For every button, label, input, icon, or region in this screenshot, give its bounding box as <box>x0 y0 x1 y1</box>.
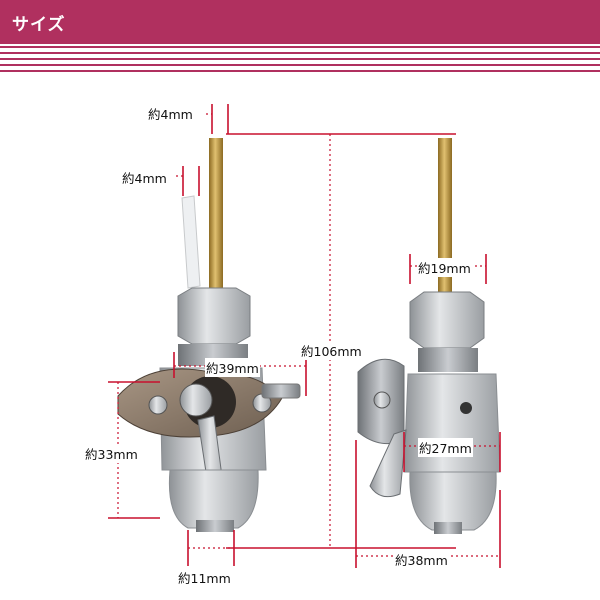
side-nipple <box>261 383 301 399</box>
section-title: サイズ <box>12 15 66 35</box>
dim-bowl-width: 約27mm <box>418 438 473 457</box>
right-fuel-cock <box>357 138 501 534</box>
header-stripes <box>0 46 600 80</box>
dim-total-height: 約106mm <box>300 341 363 360</box>
fuel-cock-illustration <box>108 104 501 568</box>
brass-tube <box>209 138 223 298</box>
product-diagram: 約4mm 約4mm 約19mm 約106mm 約39mm 約33mm 約27mm… <box>0 80 600 600</box>
reserve-tube <box>181 195 201 289</box>
hex-nut <box>409 291 485 349</box>
lever <box>369 429 407 498</box>
dim-hex-width: 約19mm <box>417 258 472 277</box>
dim-bottom-width: 約11mm <box>178 571 231 586</box>
bowl-bottom <box>196 520 234 532</box>
bowl <box>409 471 497 531</box>
section-header: サイズ <box>0 0 600 44</box>
bowl-bottom <box>434 522 462 534</box>
left-fuel-cock <box>117 138 301 532</box>
dim-outlet-side: 約4mm <box>122 171 167 186</box>
dim-mount-width: 約39mm <box>205 358 260 377</box>
hex-nut <box>177 287 251 345</box>
bowl <box>168 469 259 529</box>
dim-outlet-top: 約4mm <box>148 107 193 122</box>
dim-depth: 約38mm <box>394 550 449 569</box>
dim-body-height: 約33mm <box>84 444 139 463</box>
main-body <box>403 373 501 473</box>
neck <box>418 348 478 372</box>
